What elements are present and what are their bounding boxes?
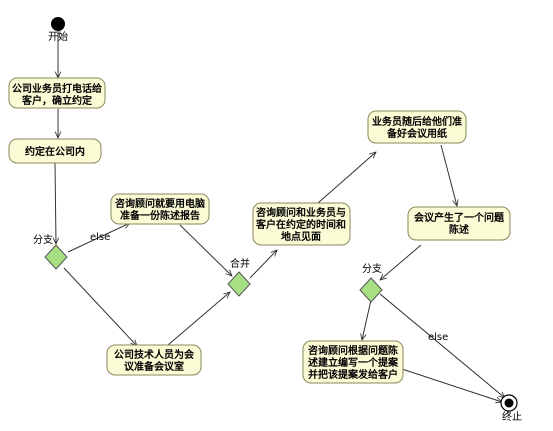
- start-label: 开始: [48, 30, 68, 43]
- node-meet-line-2: 客户在约定的时间和: [255, 218, 346, 231]
- node-prepare-line-2: 备好会议用纸: [386, 127, 447, 140]
- edge-branch2-end: [379, 293, 505, 398]
- decision-merge: [227, 271, 251, 297]
- end-label: 终止: [502, 410, 522, 423]
- edge-prepare-problem: [440, 144, 457, 206]
- edges: [55, 30, 505, 402]
- node-consult: 咨询顾问就要用电脑准备一份陈述报告: [110, 193, 210, 225]
- edge-branch1-tech: [63, 267, 137, 346]
- edge-branch1-consult: [67, 222, 130, 253]
- start-node: [51, 17, 65, 31]
- edge-branch2-proposal: [362, 299, 372, 340]
- node-tech: 公司技术人员为会议准备会议室: [106, 344, 202, 376]
- node-problem-line-1: 会议产生了一个问题: [414, 211, 505, 224]
- node-meet-line-1: 咨询顾问和业务员与: [256, 206, 346, 219]
- end-node: [500, 394, 518, 412]
- decision-merge-label: 合并: [230, 257, 250, 270]
- svg-text:公司业务员打电话给客户，确立约定: 公司业务员打电话给客户，确立约定: [12, 82, 102, 107]
- decision-branch-2: [359, 277, 383, 303]
- edge-tech-merge: [167, 292, 230, 346]
- node-consult-line-2: 准备一份陈述报告: [120, 209, 200, 222]
- edge-consult-merge: [179, 224, 232, 276]
- decision-branch-2-label: 分支: [362, 263, 382, 275]
- svg-text:会议产生了一个问题陈述: 会议产生了一个问题陈述: [414, 211, 505, 236]
- edge-proposal-end: [401, 368, 502, 402]
- svg-text:公司技术人员为会议准备会议室: 公司技术人员为会议准备会议室: [114, 348, 194, 373]
- node-consult-line-1: 咨询顾问就要用电脑: [115, 197, 205, 210]
- node-proposal-line-2: 述建立编写一个提案: [308, 356, 399, 369]
- svg-text:业务员随后给他们准备好会议用纸: 业务员随后给他们准备好会议用纸: [372, 115, 462, 140]
- node-prepare-line-1: 业务员随后给他们准: [372, 115, 462, 128]
- svg-text:咨询顾问就要用电脑准备一份陈述报告: 咨询顾问就要用电脑准备一份陈述报告: [115, 197, 205, 222]
- node-problem-line-2: 陈述: [449, 223, 469, 236]
- node-call: 公司业务员打电话给客户，确立约定: [8, 77, 106, 109]
- node-proposal: 咨询顾问根据问题陈述建立编写一个提案并把该提案发给客户: [302, 340, 404, 384]
- node-call-line-1: 公司业务员打电话给: [12, 82, 102, 95]
- node-tech-line-2: 议准备会议室: [124, 360, 184, 373]
- decision-branch-1-label: 分支: [33, 234, 53, 246]
- node-proposal-line-1: 咨询顾问根据问题陈: [308, 344, 398, 357]
- node-proposal-line-3: 并把该提案发给客户: [308, 368, 398, 381]
- svg-text:咨询顾问根据问题陈述建立编写一个提案并把该提案发给客户: 咨询顾问根据问题陈述建立编写一个提案并把该提案发给客户: [308, 344, 399, 381]
- node-agree: 约定在公司内: [8, 138, 102, 164]
- svg-text:约定在公司内: 约定在公司内: [25, 145, 85, 158]
- node-problem: 会议产生了一个问题陈述: [407, 206, 511, 241]
- edge-label-else-2: else: [428, 332, 448, 343]
- decision-branch-1: [44, 244, 68, 270]
- node-prepare: 业务员随后给他们准备好会议用纸: [367, 110, 467, 144]
- node-meet: 咨询顾问和业务员与客户在约定的时间和地点见面: [252, 202, 351, 246]
- node-meet-line-3: 地点见面: [281, 230, 321, 243]
- edge-label-else-1: else: [90, 232, 110, 243]
- node-tech-line-1: 公司技术人员为会: [114, 348, 194, 361]
- edge-agree-branch1: [55, 162, 56, 244]
- node-agree-line-1: 约定在公司内: [25, 145, 85, 158]
- edge-meet-prepare: [317, 152, 376, 204]
- svg-text:咨询顾问和业务员与客户在约定的时间和地点见面: 咨询顾问和业务员与客户在约定的时间和地点见面: [255, 206, 346, 243]
- edge-merge-meet: [249, 250, 277, 279]
- node-call-line-2: 客户，确立约定: [21, 94, 92, 107]
- edge-problem-branch2: [380, 244, 422, 280]
